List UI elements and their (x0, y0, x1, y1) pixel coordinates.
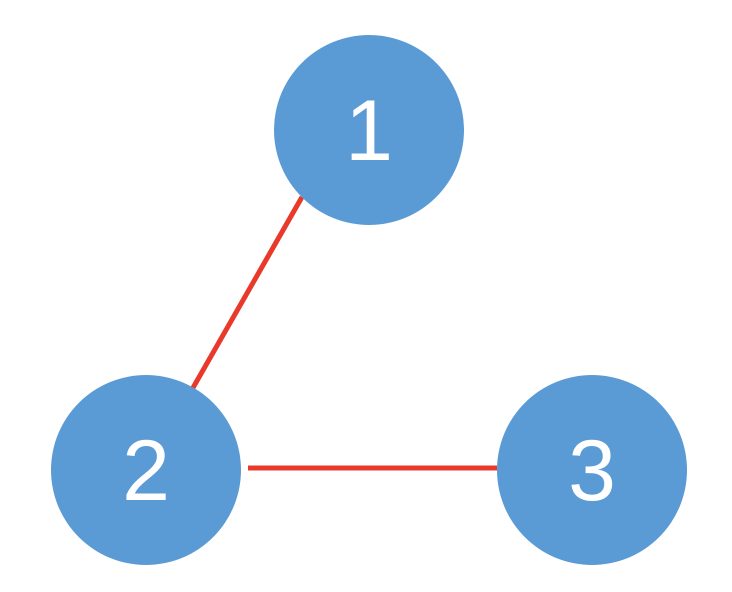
node-3-circle[interactable] (497, 375, 687, 565)
node-1[interactable]: 1 (274, 35, 464, 225)
node-1-label: 1 (345, 83, 393, 179)
node-2[interactable]: 2 (51, 375, 241, 565)
node-1-circle[interactable] (274, 35, 464, 225)
node-2-circle[interactable] (51, 375, 241, 565)
node-3[interactable]: 3 (497, 375, 687, 565)
node-2-label: 2 (122, 423, 170, 519)
node-3-label: 3 (568, 423, 616, 519)
